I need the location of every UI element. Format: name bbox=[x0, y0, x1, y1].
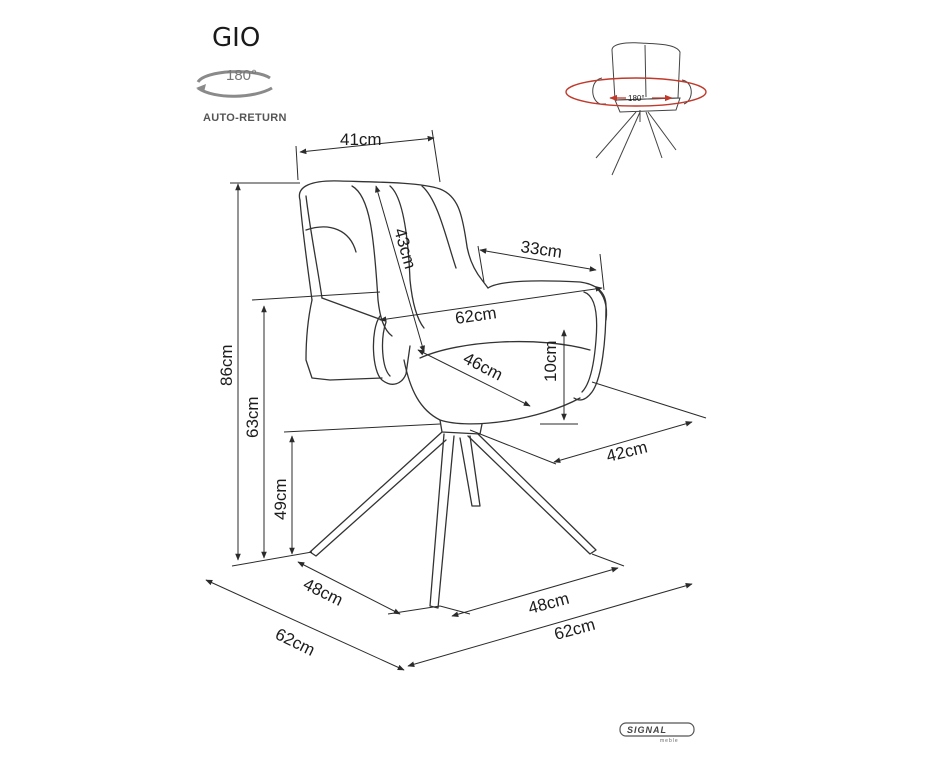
rotation-icon bbox=[196, 70, 273, 98]
dim-base-depth: 48cm bbox=[300, 575, 346, 610]
product-title: GIO bbox=[212, 23, 260, 53]
dim-backrest-width: 41cm bbox=[340, 130, 382, 149]
brand-logo: SIGNAL meble bbox=[619, 722, 695, 744]
dimension-lines bbox=[205, 129, 707, 671]
rotation-degrees-label: 180° bbox=[226, 67, 257, 84]
dim-inner-width: 62cm bbox=[454, 303, 498, 328]
dim-armrest-height: 63cm bbox=[243, 396, 262, 438]
auto-return-label: AUTO-RETURN bbox=[203, 112, 287, 124]
dim-seat-height: 49cm bbox=[271, 478, 290, 520]
dim-seat-width: 42cm bbox=[604, 437, 649, 465]
dim-total-depth: 62cm bbox=[272, 625, 318, 660]
brand-sub: meble bbox=[660, 738, 679, 744]
inset-rotation-label: 180° bbox=[628, 94, 645, 103]
dim-total-width: 62cm bbox=[552, 615, 597, 644]
dim-cushion-height: 10cm bbox=[541, 340, 560, 382]
brand-name: SIGNAL bbox=[627, 725, 667, 735]
dim-total-height: 86cm bbox=[217, 344, 236, 386]
rotation-inset-chair bbox=[565, 42, 707, 176]
dim-backrest-height: 43cm bbox=[390, 226, 420, 271]
dim-seat-depth: 46cm bbox=[460, 349, 506, 385]
